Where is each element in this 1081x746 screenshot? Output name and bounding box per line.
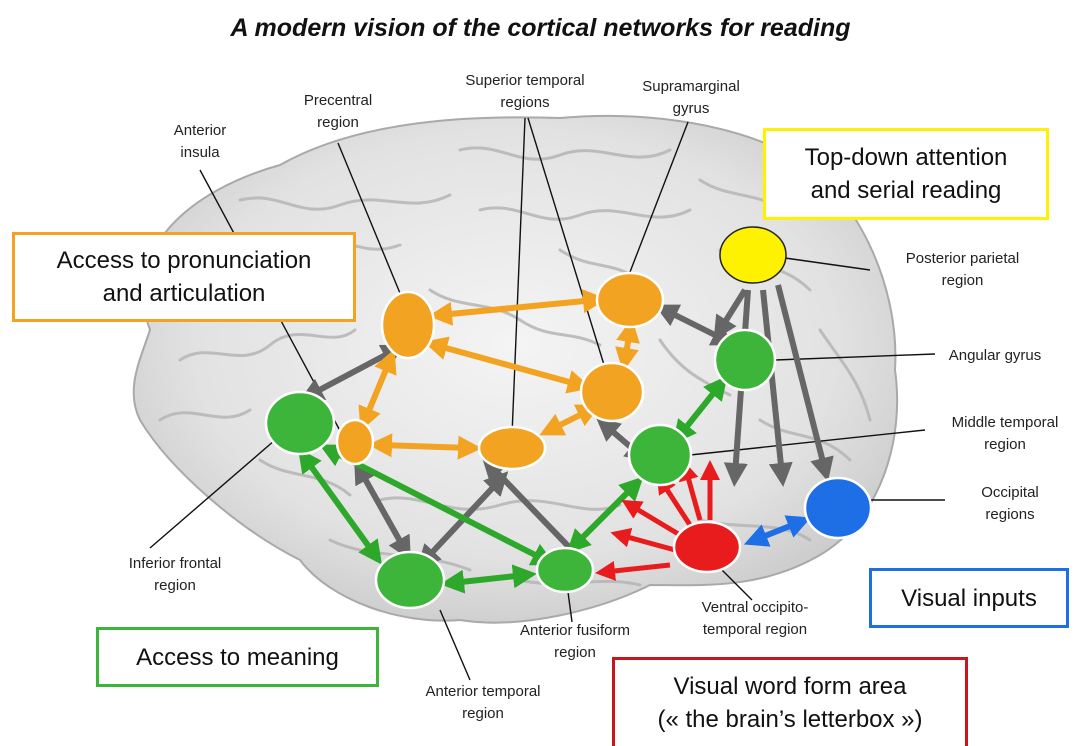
arrow-gray-parietal-2 [760,289,793,487]
arrow-red-2 [610,527,676,553]
arrow-orange-precentral-supramarginal [428,289,607,326]
node-superior-temporal-posterior [579,361,645,423]
arrow-red-4 [656,473,693,527]
arrow-red-1 [595,560,671,581]
box-attention: Top-down attention and serial reading [763,128,1049,220]
label-middle-temporal: Middle temporal region [930,412,1080,456]
arrow-red-3 [621,499,682,538]
node-anterior-fusiform [535,546,595,594]
arrow-green-temporal-fusiform [440,564,537,594]
green-connections [297,375,728,594]
label-angular-line1: Angular gyrus [948,347,1042,364]
label-supramarginal: Supramarginal gyrus [616,76,766,120]
label-supramarginal-line1: Supramarginal [642,78,740,95]
diagram-title: A modern vision of the cortical networks… [230,14,851,42]
leader-supramarginal [629,121,689,273]
box-word-form-line1: Visual word form area [673,673,907,700]
arrow-orange-insula-superior [368,433,482,460]
label-ventral-occipito-temporal: Ventral occipito- temporal region [670,597,840,641]
label-inferior-frontal-line2: region [154,577,196,594]
arrow-green-inferiorfrontal-fusiform [319,444,556,566]
region-nodes [264,226,873,610]
leader-angular [774,353,936,361]
label-angular: Angular gyrus [930,345,1060,367]
box-pronunciation-line1: Access to pronunciation [56,247,312,274]
arrow-blue-occipital-vwfa [743,515,812,547]
box-attention-line1: Top-down attention [804,144,1008,171]
box-pronunciation-line2: and articulation [102,280,266,307]
arrow-orange-supramarginal-superior [615,318,640,372]
box-pronunciation: Access to pronunciation and articulation [12,232,356,322]
node-anterior-temporal [374,550,446,610]
leader-posterior-parietal [784,257,871,271]
label-precentral-line1: Precentral [303,92,373,109]
box-attention-line2: and serial reading [810,177,1002,204]
leader-precentral [337,142,403,299]
node-supramarginal [595,271,665,329]
arrow-green-fusiform-middle [566,476,644,554]
arrow-orange-superior-superior [539,404,601,436]
label-posterior-parietal-line1: Posterior parietal [905,250,1020,267]
label-posterior-parietal: Posterior parietal region [875,248,1050,292]
label-anterior-temporal-line1: Anterior temporal [425,683,541,700]
leader-inferior-frontal [149,439,276,549]
box-word-form: Visual word form area (« the brain’s let… [612,657,968,746]
node-precentral [380,290,436,360]
orange-connections [358,289,640,460]
node-posterior-parietal [719,226,787,284]
arrow-green-middle-angular [672,375,728,445]
arrow-gray-parietal-angular [713,288,748,341]
node-ventral-occipito-temporal [672,520,742,574]
node-anterior-insula [335,418,375,466]
arrow-red-5 [679,460,703,521]
node-inferior-frontal [264,390,336,456]
label-anterior-insula: Anterior insula [140,120,260,164]
label-superior-temporal-line1: Superior temporal [465,72,585,89]
label-middle-temporal-line2: region [984,436,1026,453]
leader-middle-temporal [689,429,926,456]
label-anterior-fusiform-line1: Anterior fusiform [519,622,631,639]
label-occipital-line2: regions [985,506,1035,523]
label-anterior-fusiform-line2: region [554,644,596,661]
box-word-form-line2: (« the brain’s letterbox ») [657,706,923,733]
label-anterior-temporal-line2: region [462,705,504,722]
label-precentral-line2: region [317,114,359,131]
box-visual-inputs: Visual inputs [869,568,1069,628]
leader-anterior-temporal [439,609,471,681]
label-middle-temporal-line1: Middle temporal [951,414,1059,431]
label-anterior-temporal: Anterior temporal region [398,681,568,725]
label-supramarginal-line2: gyrus [672,100,710,117]
node-superior-temporal-anterior [477,425,547,471]
box-meaning: Access to meaning [96,627,379,687]
label-posterior-parietal-line2: region [941,272,984,289]
box-visual-inputs-line1: Visual inputs [901,584,1037,612]
arrow-orange-precentral-insula [358,348,397,432]
box-meaning-line1: Access to meaning [136,643,339,671]
label-ventral-occipito-line2: temporal region [702,621,808,638]
label-precentral: Precentral region [268,90,408,134]
node-angular-gyrus [713,328,777,392]
leader-superior-temporal-b [527,117,606,369]
label-anterior-fusiform: Anterior fusiform region [490,620,660,664]
arrow-orange-precentral-superior [423,336,592,394]
node-occipital [803,476,873,540]
arrow-gray-parietal-3 [775,284,834,482]
label-inferior-frontal: Inferior frontal region [100,553,250,597]
label-occipital: Occipital regions [950,482,1070,526]
label-ventral-occipito-line1: Ventral occipito- [701,599,809,616]
leader-anterior-fusiform [567,591,573,623]
label-anterior-insula-line1: Anterior [173,122,227,139]
label-superior-temporal: Superior temporal regions [425,70,625,114]
label-occipital-line1: Occipital [981,484,1039,501]
node-middle-temporal [627,423,693,487]
red-connections [595,460,720,581]
label-anterior-insula-line2: insula [180,144,220,161]
label-inferior-frontal-line1: Inferior frontal [128,555,222,572]
leader-ventral-occipito [717,565,753,601]
label-superior-temporal-line2: regions [500,94,550,111]
